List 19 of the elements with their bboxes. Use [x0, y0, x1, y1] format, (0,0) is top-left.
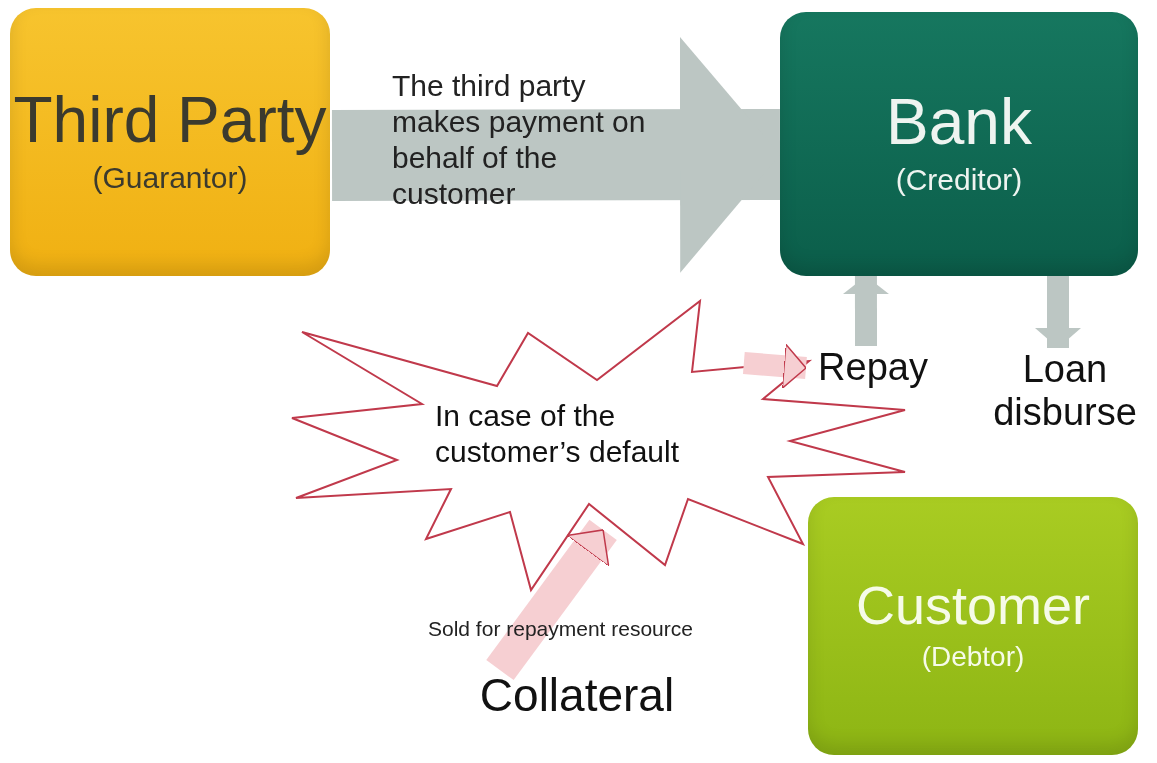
- box-subtitle: (Debtor): [921, 640, 1025, 674]
- guarantor-box: [10, 8, 330, 276]
- starburst-text: In case of the customer’s default: [435, 398, 680, 470]
- box-heading: Bank: [886, 90, 1032, 154]
- block-arrow: [742, 343, 807, 389]
- box-subtitle: (Creditor): [895, 162, 1023, 198]
- block-arrow: [1035, 276, 1082, 348]
- edge-label: Sold for repayment resource: [428, 616, 694, 642]
- box-heading: Customer: [855, 578, 1091, 633]
- node-label: Repay: [806, 346, 940, 389]
- block-arrow: [331, 36, 781, 273]
- block-arrow: [842, 276, 889, 346]
- box-subtitle: (Guarantor): [92, 160, 248, 196]
- node-label: Collateral: [462, 670, 692, 722]
- debtor-box: [808, 497, 1138, 755]
- creditor-box: [780, 12, 1138, 276]
- node-label: Loan disburse: [978, 348, 1152, 434]
- edge-label: The third party makes payment on behalf of the customer: [392, 68, 647, 212]
- block-arrow: [486, 519, 617, 681]
